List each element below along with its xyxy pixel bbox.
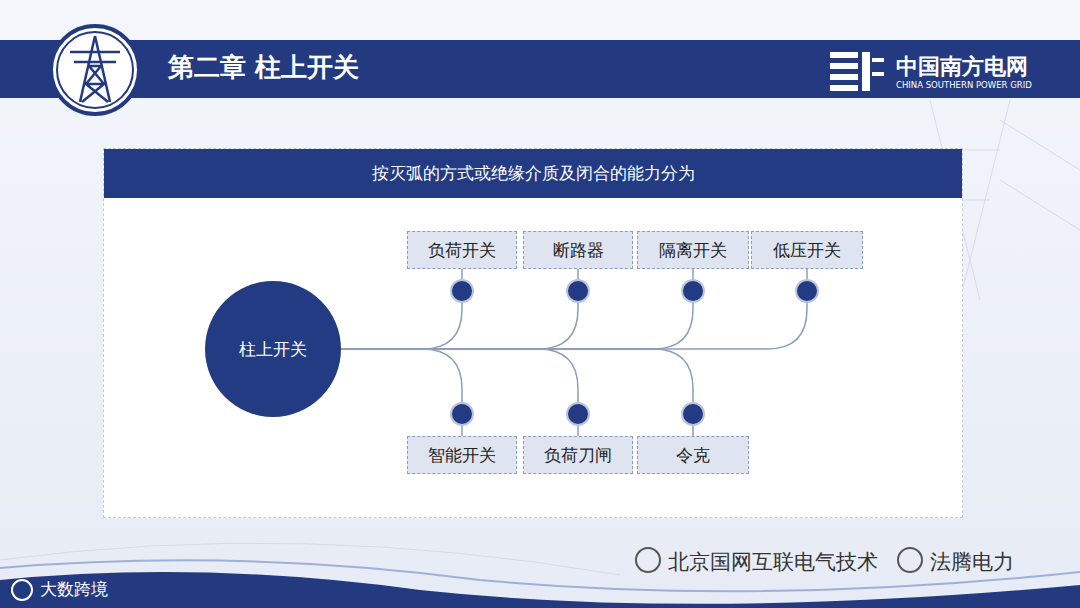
branch-connector	[341, 269, 818, 349]
logo-subtitle: CHINA SOUTHERN POWER GRID	[896, 80, 1032, 90]
branch-connector	[341, 269, 589, 349]
node-label: 负荷刀闸	[544, 444, 612, 467]
category-box: 隔离开关	[637, 231, 749, 269]
category-box: 断路器	[523, 231, 633, 269]
panel: 按灭弧的方式或绝缘介质及闭合的能力分为柱上开关 负荷开关 断路器 隔离开关 低压开关智能…	[103, 148, 963, 518]
category-box: 负荷开关	[407, 231, 517, 269]
category-box: 令克	[637, 436, 749, 474]
node-label: 低压开关	[773, 239, 841, 262]
branch-connector	[341, 269, 704, 349]
node-label: 令克	[676, 444, 710, 467]
branch-connector	[341, 349, 473, 436]
watermark: 大数跨境	[40, 578, 108, 601]
node-label: 断路器	[553, 239, 604, 262]
watermark: 法腾电力	[930, 548, 1014, 576]
watermark: 北京国网互联电气技术	[668, 548, 878, 576]
branch-connector	[341, 349, 704, 436]
logo-name: 中国南方电网	[896, 52, 1028, 82]
branch-connector	[341, 349, 589, 436]
node-label: 智能开关	[428, 444, 496, 467]
node-label: 隔离开关	[659, 239, 727, 262]
panel-heading: 按灭弧的方式或绝缘介质及闭合的能力分为	[104, 149, 962, 198]
root-circle: 柱上开关	[205, 281, 341, 417]
category-box: 智能开关	[407, 436, 517, 474]
branch-connector	[341, 269, 473, 349]
category-box: 负荷刀闸	[523, 436, 633, 474]
node-label: 负荷开关	[428, 239, 496, 262]
node-label: 柱上开关	[239, 338, 307, 361]
page-title: 第二章 柱上开关	[168, 50, 359, 85]
category-box: 低压开关	[751, 231, 863, 269]
